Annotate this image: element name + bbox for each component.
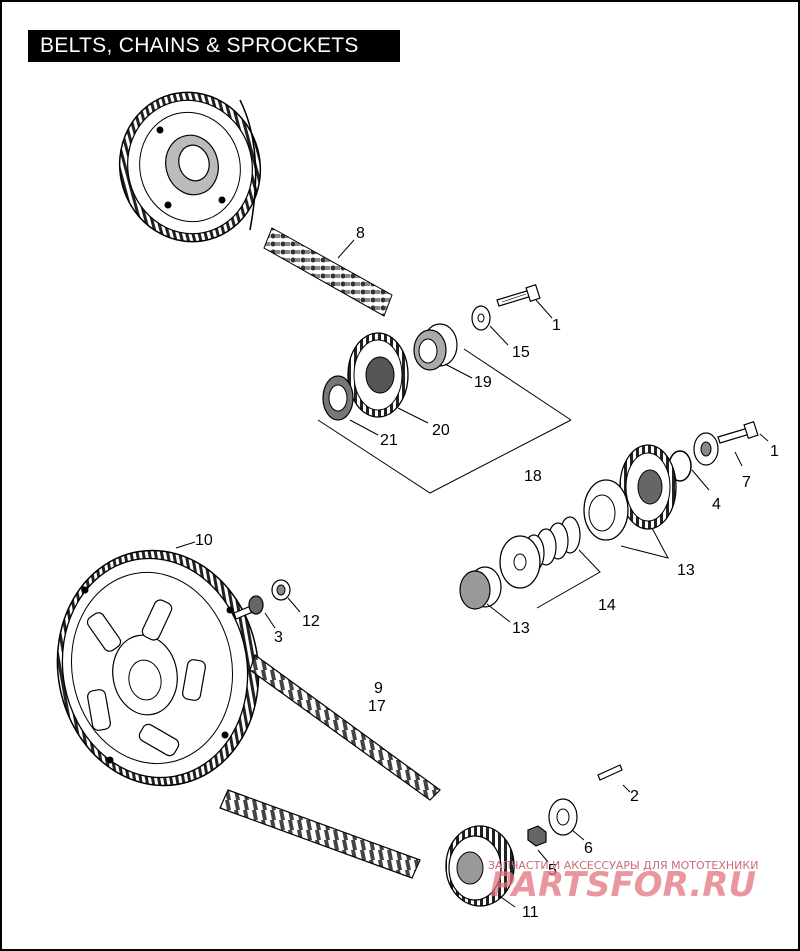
callout-18: 18 (524, 468, 542, 485)
pulley-fasteners-drawing (233, 579, 301, 629)
watermark-brand: PARTSFOR.RU (490, 865, 756, 905)
callout-19: 19 (474, 374, 492, 391)
callout-9: 9 (374, 680, 383, 697)
primary-chain-drawing (263, 227, 393, 317)
leader-lines (175, 239, 553, 549)
watermark: ЗАПЧАСТИ И АКСЕССУАРЫ ДЛЯ МОТОТЕХНИКИ PA… (488, 859, 758, 905)
clutch-shell-drawing (118, 91, 262, 243)
callout-21: 21 (380, 432, 398, 449)
callout-13-right: 13 (677, 562, 695, 579)
callout-8: 8 (356, 225, 365, 242)
callout-5: 5 (548, 862, 557, 879)
page-title: BELTS, CHAINS & SPROCKETS (28, 30, 400, 62)
callout-20: 20 (432, 422, 450, 439)
compensator-upper-drawing (317, 284, 572, 494)
callout-12: 12 (302, 613, 320, 630)
callout-1-upper: 1 (552, 317, 561, 334)
callout-3: 3 (274, 629, 283, 646)
watermark-tagline: ЗАПЧАСТИ И АКСЕССУАРЫ ДЛЯ МОТОТЕХНИКИ (488, 859, 758, 872)
callout-1-lower: 1 (770, 443, 779, 460)
callout-14: 14 (598, 597, 616, 614)
callout-4: 4 (712, 496, 721, 513)
callout-15: 15 (512, 344, 530, 361)
callout-2: 2 (630, 788, 639, 805)
callout-11: 11 (522, 904, 539, 921)
rear-pulley-drawing (56, 549, 260, 787)
callout-10: 10 (195, 532, 213, 549)
callout-6: 6 (584, 840, 593, 857)
compensator-lower-drawing (459, 421, 769, 623)
callout-17: 17 (368, 698, 386, 715)
callout-13-left: 13 (512, 620, 530, 637)
transmission-sprocket-drawing (445, 764, 631, 908)
callout-labels: 1 15 19 20 21 18 8 1 7 4 13 14 13 10 3 1… (195, 225, 779, 921)
callout-7: 7 (742, 474, 751, 491)
drive-belt-drawing (219, 654, 441, 879)
